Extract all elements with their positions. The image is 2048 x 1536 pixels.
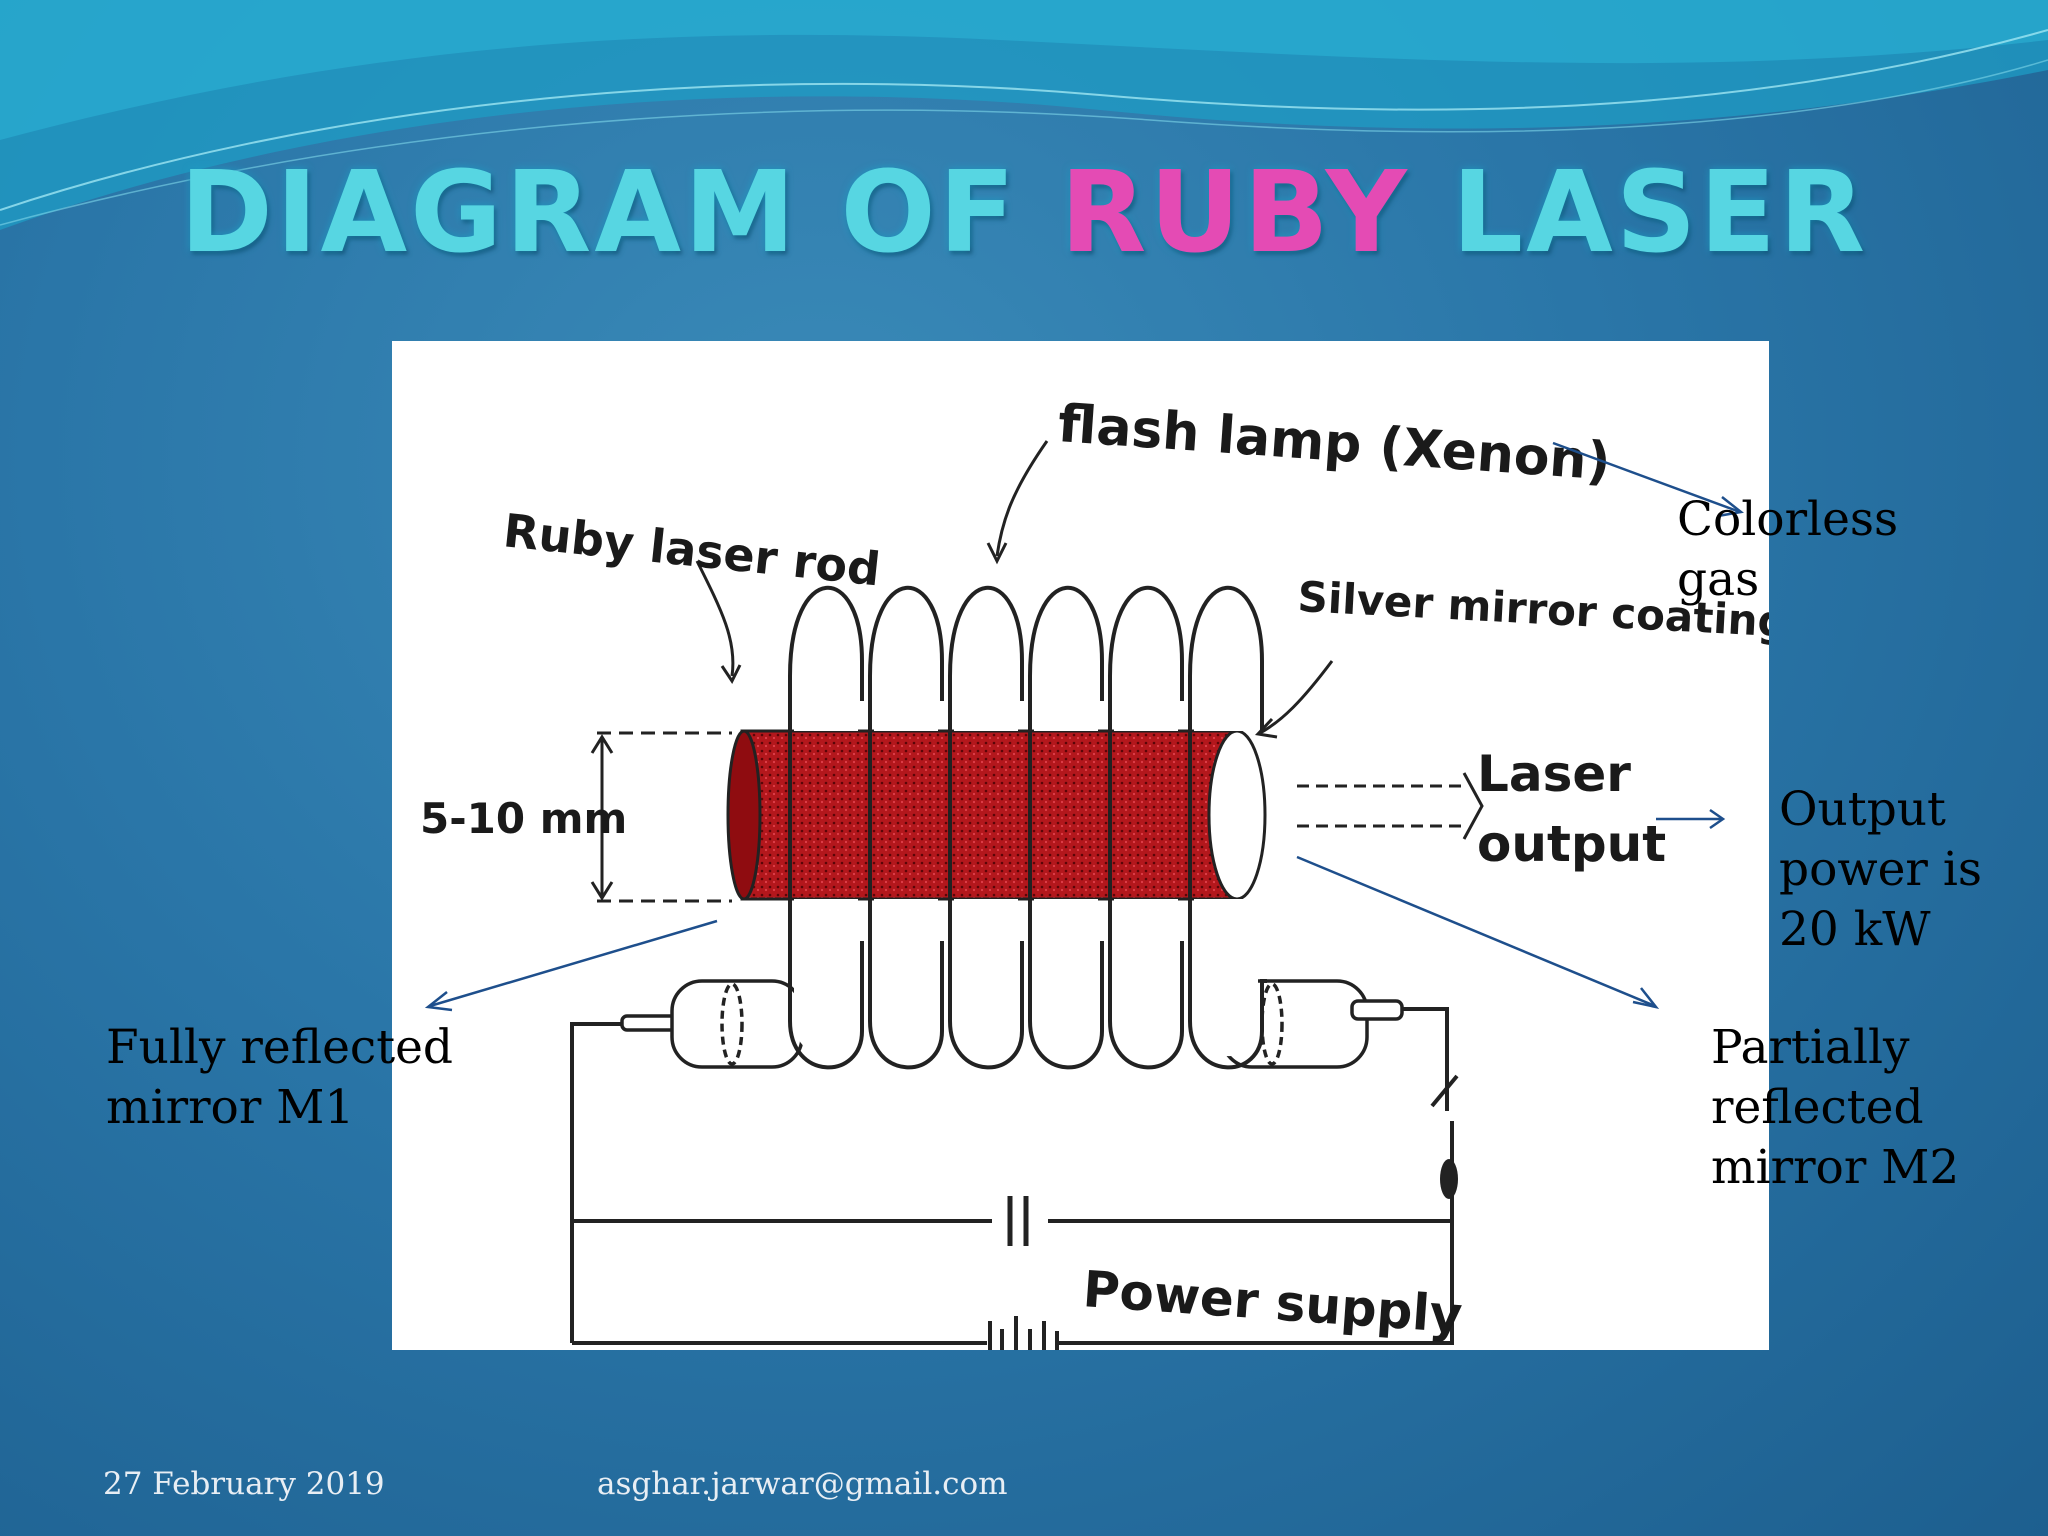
annotation-line: gas: [1677, 552, 1760, 607]
diameter-marker: [590, 731, 732, 903]
annotation-line: power is: [1779, 842, 1982, 897]
annotation-output-power: Output power is 20 kW: [1779, 780, 1982, 960]
label-laser-output-line1: Laser: [1477, 745, 1631, 803]
label-flash-lamp: flash lamp (Xenon): [1056, 394, 1612, 492]
title-accent: RUBY: [1060, 148, 1410, 278]
title-part1: DIAGRAM OF: [179, 148, 1061, 278]
coil-fill: [794, 600, 1258, 1057]
label-diameter: 5-10 mm: [420, 794, 627, 843]
annotation-line: Partially: [1711, 1020, 1910, 1075]
annotation-line: Output: [1779, 782, 1946, 837]
flash-tube-left-end: [620, 979, 804, 1069]
annotation-line: 20 kW: [1779, 902, 1931, 957]
annotation-line: Colorless: [1677, 492, 1899, 547]
ruby-rod: [740, 729, 1239, 901]
label-power-supply: Power supply: [1081, 1260, 1464, 1344]
annotation-line: mirror M1: [106, 1080, 355, 1135]
label-ruby-rod: Ruby laser rod: [501, 503, 883, 596]
capacitor-symbol: [1007, 1196, 1029, 1246]
rod-left-end: [726, 729, 762, 901]
annotation-colorless-gas: Colorless gas: [1677, 490, 1898, 610]
laser-output-beam: [1297, 784, 1467, 828]
battery-symbol: [988, 1316, 1059, 1350]
pointer-arrows: [695, 440, 1334, 739]
label-laser-output-line2: output: [1477, 815, 1666, 873]
diagram-drawing: flash lamp (Xenon) Ruby laser rod Silver…: [420, 394, 1769, 1350]
switch-contact: [1440, 1159, 1458, 1199]
annotation-fully-reflected: Fully reflected mirror M1: [106, 1018, 453, 1138]
footer-date: 27 February 2019: [103, 1466, 385, 1502]
footer-email: asghar.jarwar@gmail.com: [597, 1466, 1008, 1502]
slide-title: DIAGRAM OF RUBY LASER: [0, 148, 2048, 278]
header-waves: [0, 0, 2048, 230]
title-part2: LASER: [1409, 148, 1869, 278]
annotation-partially-reflected: Partially reflected mirror M2: [1711, 1018, 1959, 1198]
annotation-line: reflected: [1711, 1080, 1924, 1135]
silver-mirror-coating: [1207, 729, 1267, 901]
annotation-line: Fully reflected: [106, 1020, 453, 1075]
ruby-laser-diagram: flash lamp (Xenon) Ruby laser rod Silver…: [392, 341, 1769, 1350]
flash-lamp-coil: [788, 585, 1267, 1070]
annotation-line: mirror M2: [1711, 1140, 1960, 1195]
